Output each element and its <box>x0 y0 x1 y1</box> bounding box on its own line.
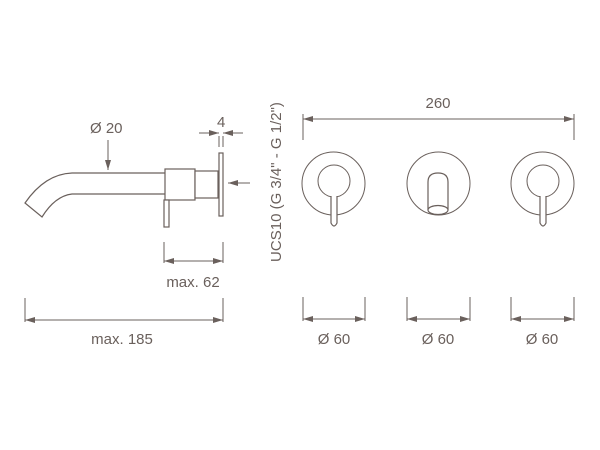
rosette-diameter-label: Ø 60 <box>422 331 455 348</box>
total-width-label: 260 <box>425 95 450 112</box>
rosette-spout <box>406 151 471 216</box>
rosette-right <box>510 151 575 227</box>
rosette-dimensions: Ø 60 Ø 60 Ø 60 <box>302 297 575 348</box>
lever-side <box>163 199 170 228</box>
depth-label: max. 62 <box>166 274 219 291</box>
plate-thickness-label: 4 <box>217 114 225 131</box>
wall-plate <box>218 152 224 217</box>
side-view: Ø 20 4 max. 62 max. 185 UCS10 (G 3/4" - … <box>24 102 285 348</box>
front-view: 260 Ø 60 Ø 60 Ø 60 <box>301 95 575 348</box>
rosette-diameter-label: Ø 60 <box>526 331 559 348</box>
rosette-left <box>301 151 366 227</box>
valve-body <box>164 168 196 201</box>
spout-diameter-label: Ø 20 <box>90 120 123 137</box>
length-label: max. 185 <box>91 331 153 348</box>
valve-body-rear <box>194 170 219 199</box>
connection-label: UCS10 (G 3/4" - G 1/2") <box>268 102 285 262</box>
spout-outline <box>24 172 165 218</box>
rosette-diameter-label: Ø 60 <box>318 331 351 348</box>
